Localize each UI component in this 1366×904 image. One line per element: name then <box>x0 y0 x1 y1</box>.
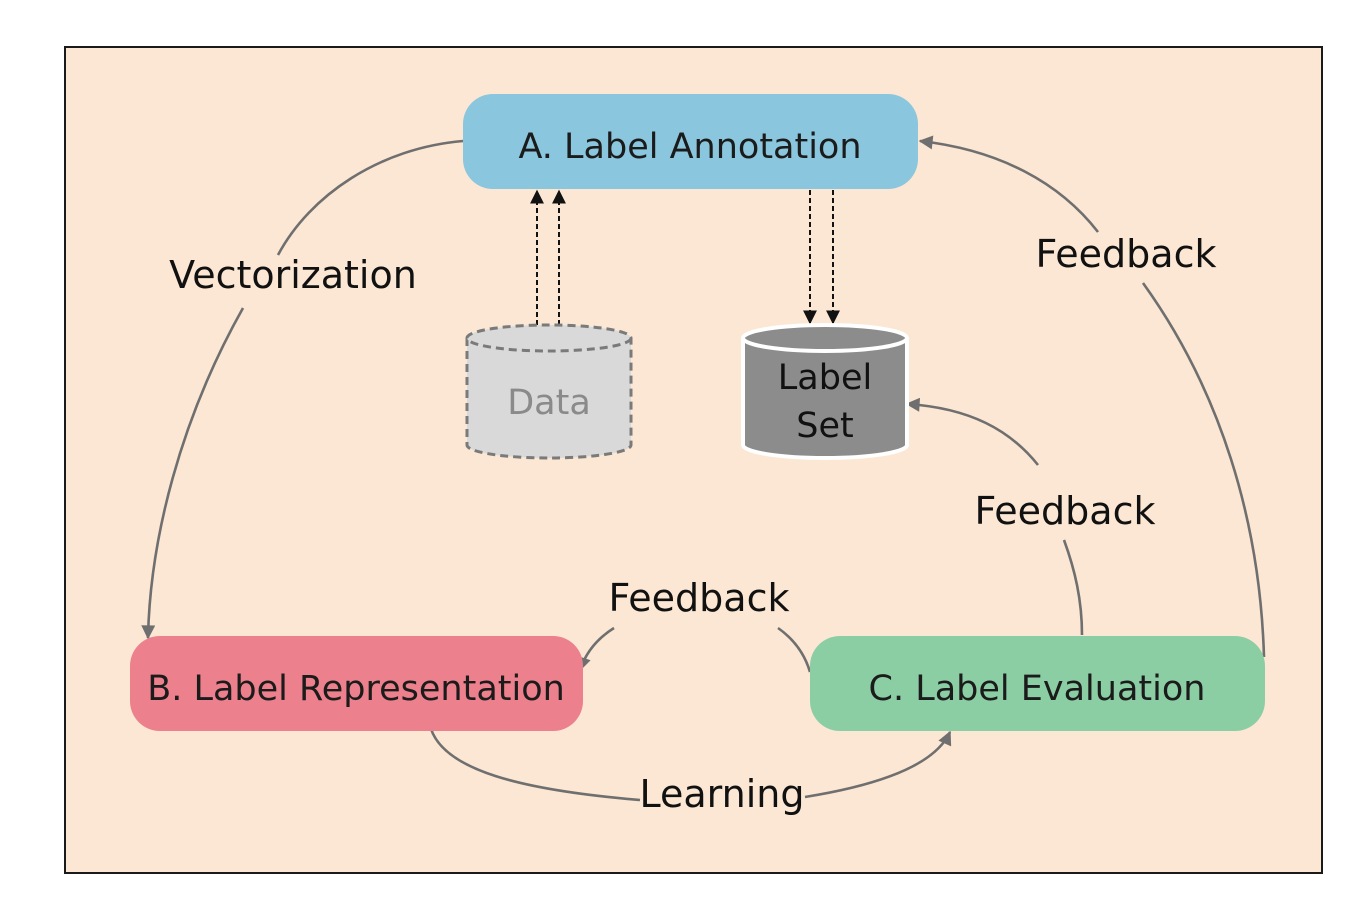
feedback-to-label-set-label: Feedback <box>975 489 1156 533</box>
feedback-to-annotation-arrow <box>920 141 1266 658</box>
data-store: Data <box>465 323 633 460</box>
node-label-annotation: A. Label Annotation <box>463 94 918 189</box>
node-label-representation-text: B. Label Representation <box>147 669 565 709</box>
learning-label: Learning <box>640 772 805 816</box>
node-label-annotation-text: A. Label Annotation <box>518 127 861 167</box>
vectorization-label: Vectorization <box>169 253 417 297</box>
label-set-label-line1: Label <box>778 358 872 398</box>
feedback-to-label-set-arrow <box>907 404 1084 636</box>
node-label-evaluation: C. Label Evaluation <box>810 636 1265 731</box>
learning-arrow <box>429 729 950 802</box>
feedback-to-annotation-label: Feedback <box>1036 232 1217 276</box>
vectorization-arrow <box>148 139 464 638</box>
node-label-representation: B. Label Representation <box>130 636 583 731</box>
label-set-label-line2: Set <box>796 406 853 446</box>
node-label-evaluation-text: C. Label Evaluation <box>869 669 1206 709</box>
label-set-store: Label Set <box>741 323 909 460</box>
feedback-to-representation-label: Feedback <box>609 576 790 620</box>
data-store-label: Data <box>507 383 591 423</box>
